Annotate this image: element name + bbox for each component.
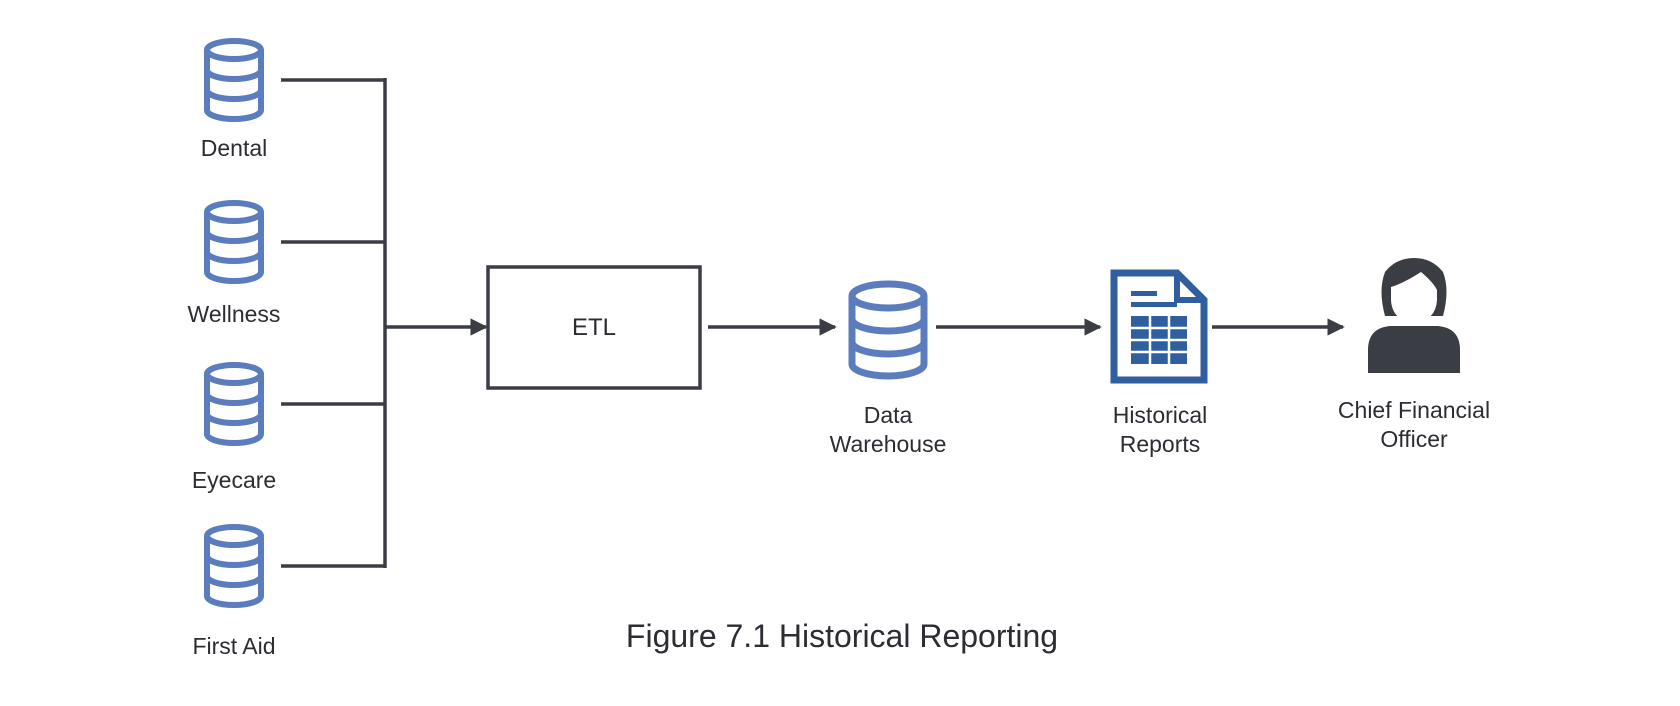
source-label-wellness: Wellness	[188, 301, 281, 327]
database-icon	[207, 203, 261, 281]
source-label-eyecare: Eyecare	[192, 467, 276, 493]
source-wellness: Wellness	[188, 203, 281, 327]
database-icon	[207, 527, 261, 605]
officer-label-line1: Chief Financial	[1338, 397, 1490, 423]
source-connectors	[281, 78, 387, 568]
person-icon	[1368, 258, 1460, 373]
officer-label-line2: Officer	[1380, 426, 1448, 452]
chief-financial-officer: Chief Financial Officer	[1338, 258, 1490, 452]
source-label-first-aid: First Aid	[192, 633, 275, 659]
source-dental: Dental	[201, 41, 267, 161]
source-label-dental: Dental	[201, 135, 267, 161]
reports-label-line1: Historical	[1113, 402, 1208, 428]
database-icon	[848, 280, 928, 380]
historical-reports: Historical Reports	[1110, 269, 1208, 457]
database-icon	[207, 365, 261, 443]
spreadsheet-document-icon	[1110, 269, 1208, 384]
etl-label: ETL	[572, 314, 616, 341]
data-warehouse: Data Warehouse	[830, 280, 947, 457]
etl-box: ETL	[486, 265, 702, 390]
reports-label-line2: Reports	[1120, 431, 1201, 457]
warehouse-label-line1: Data	[864, 402, 913, 428]
etl-rect	[486, 265, 702, 390]
figure-caption: Figure 7.1 Historical Reporting	[626, 618, 1058, 654]
source-eyecare: Eyecare	[192, 365, 276, 493]
source-first-aid: First Aid	[192, 527, 276, 659]
database-icon	[207, 41, 261, 119]
warehouse-label-line2: Warehouse	[830, 431, 947, 457]
